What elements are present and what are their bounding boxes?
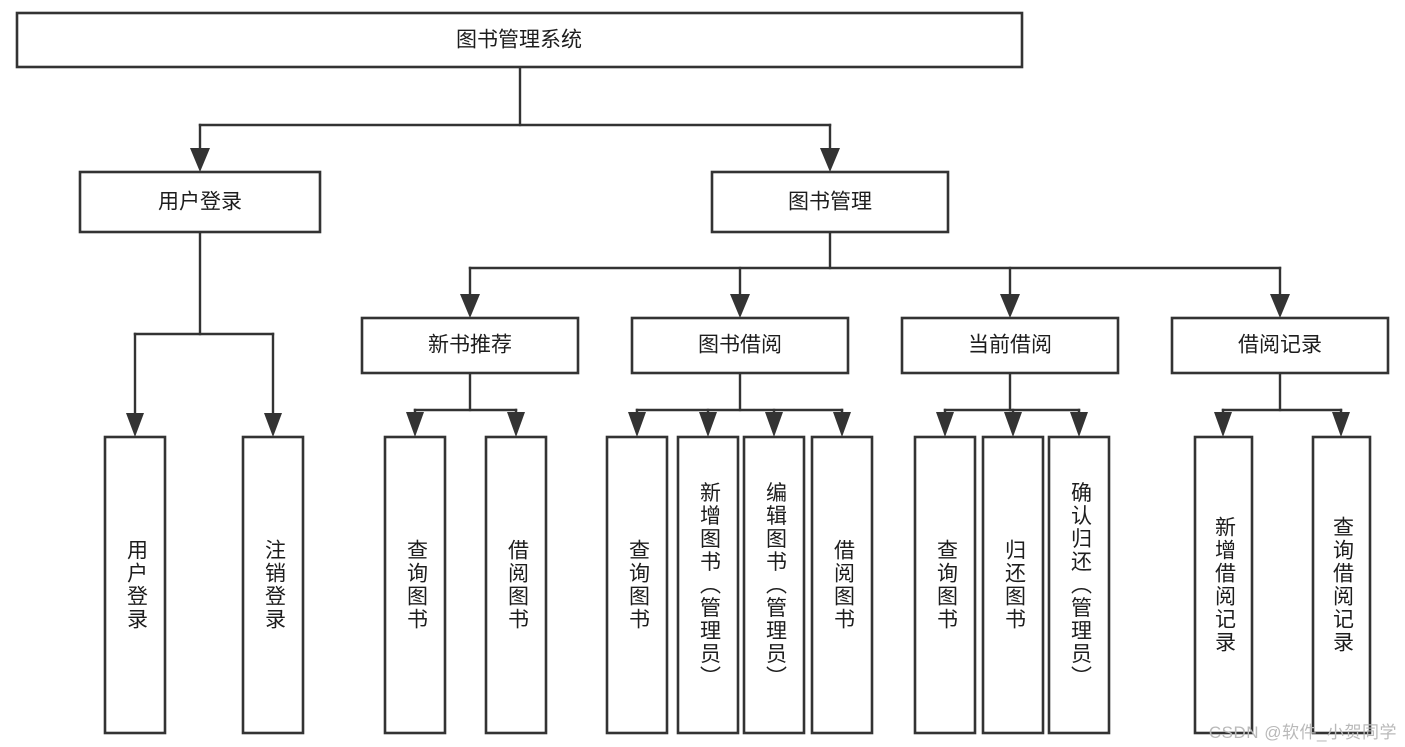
node-leaf-borrow-book-rec[interactable]: 借阅图书 xyxy=(484,435,548,735)
node-leaf-add-book-box[interactable] xyxy=(676,435,740,735)
arrow-head-book-manage xyxy=(820,148,840,172)
node-leaf-query-book-borrow-label: 查询图书 xyxy=(626,539,650,631)
node-borrow-record-box[interactable] xyxy=(1170,316,1390,375)
node-leaf-query-book-cur-box[interactable] xyxy=(913,435,977,735)
arrow-head-leaf-query-book-borrow xyxy=(628,412,646,437)
node-leaf-edit-book-label: 编辑图书（管理员） xyxy=(763,482,787,689)
node-leaf-borrow-book[interactable]: 借阅图书 xyxy=(810,435,874,735)
node-root-box[interactable] xyxy=(15,11,1024,69)
node-leaf-query-book-borrow-box[interactable] xyxy=(605,435,669,735)
node-leaf-return-book-label: 归还图书 xyxy=(1002,539,1026,631)
node-leaf-confirm-return-label: 确认归还（管理员） xyxy=(1068,482,1092,689)
arrow-head-leaf-user-login xyxy=(126,413,144,437)
node-leaf-add-record-label: 新增借阅记录 xyxy=(1212,516,1236,654)
arrow-head-leaf-add-book xyxy=(699,412,717,437)
node-leaf-query-book-rec[interactable]: 查询图书 xyxy=(383,435,447,735)
arrow-head-book-borrow xyxy=(730,294,750,318)
node-current-borrow-label: 当前借阅 xyxy=(968,334,1052,357)
arrow-head-current-borrow xyxy=(1000,294,1020,318)
node-leaf-query-book-rec-label: 查询图书 xyxy=(404,539,428,631)
node-root[interactable]: 图书管理系统 xyxy=(15,11,1024,69)
arrow-head-leaf-confirm-return xyxy=(1070,412,1088,437)
node-leaf-borrow-book-rec-box[interactable] xyxy=(484,435,548,735)
node-leaf-user-login-box[interactable] xyxy=(103,435,167,735)
arrow-head-leaf-query-record xyxy=(1332,412,1350,437)
node-leaf-user-logout-label: 注销登录 xyxy=(262,539,286,631)
node-new-book-recommend[interactable]: 新书推荐 xyxy=(360,316,580,375)
node-leaf-query-book-cur-label: 查询图书 xyxy=(934,539,958,631)
node-leaf-confirm-return-box[interactable] xyxy=(1047,435,1111,735)
arrow-head-leaf-edit-book xyxy=(765,412,783,437)
node-book-borrow[interactable]: 图书借阅 xyxy=(630,316,850,375)
node-book-manage-box[interactable] xyxy=(710,170,950,234)
node-leaf-add-record[interactable]: 新增借阅记录 xyxy=(1193,435,1254,735)
node-leaf-edit-book-box[interactable] xyxy=(742,435,806,735)
node-borrow-record-label: 借阅记录 xyxy=(1238,334,1322,357)
node-leaf-user-logout-box[interactable] xyxy=(241,435,305,735)
arrow-head-leaf-borrow-book xyxy=(833,412,851,437)
node-book-manage[interactable]: 图书管理 xyxy=(710,170,950,234)
node-leaf-return-book[interactable]: 归还图书 xyxy=(981,435,1045,735)
node-root-label: 图书管理系统 xyxy=(456,29,582,52)
node-leaf-user-logout[interactable]: 注销登录 xyxy=(241,435,305,735)
node-leaf-borrow-book-label: 借阅图书 xyxy=(831,539,855,631)
node-leaf-query-record-box[interactable] xyxy=(1311,435,1372,735)
arrow-head-borrow-record xyxy=(1270,294,1290,318)
arrow-head-new-book-recommend xyxy=(460,294,480,318)
arrow-head-leaf-query-book-cur xyxy=(936,412,954,437)
node-leaf-add-book[interactable]: 新增图书（管理员） xyxy=(676,435,740,735)
arrow-head-user-login xyxy=(190,148,210,172)
node-current-borrow-box[interactable] xyxy=(900,316,1120,375)
node-leaf-query-book-borrow[interactable]: 查询图书 xyxy=(605,435,669,735)
node-leaf-query-book-cur[interactable]: 查询图书 xyxy=(913,435,977,735)
node-new-book-recommend-label: 新书推荐 xyxy=(428,334,512,357)
node-leaf-query-record[interactable]: 查询借阅记录 xyxy=(1311,435,1372,735)
node-user-login-label: 用户登录 xyxy=(158,191,242,214)
node-leaf-user-login-label: 用户登录 xyxy=(124,539,148,631)
connector-layer xyxy=(126,65,1350,437)
node-user-login[interactable]: 用户登录 xyxy=(78,170,322,234)
node-new-book-recommend-box[interactable] xyxy=(360,316,580,375)
node-book-manage-label: 图书管理 xyxy=(788,191,872,214)
node-book-borrow-label: 图书借阅 xyxy=(698,334,782,357)
arrow-head-leaf-return-book xyxy=(1004,412,1022,437)
node-leaf-borrow-book-rec-label: 借阅图书 xyxy=(505,539,529,631)
node-leaf-edit-book[interactable]: 编辑图书（管理员） xyxy=(742,435,806,735)
node-leaf-query-record-label: 查询借阅记录 xyxy=(1330,516,1354,654)
arrow-head-leaf-query-book-rec xyxy=(406,412,424,437)
node-borrow-record[interactable]: 借阅记录 xyxy=(1170,316,1390,375)
arrow-head-leaf-add-record xyxy=(1214,412,1232,437)
node-book-borrow-box[interactable] xyxy=(630,316,850,375)
node-leaf-add-record-box[interactable] xyxy=(1193,435,1254,735)
node-leaf-user-login[interactable]: 用户登录 xyxy=(103,435,167,735)
node-leaf-borrow-book-box[interactable] xyxy=(810,435,874,735)
arrow-head-leaf-user-logout xyxy=(264,413,282,437)
node-leaf-confirm-return[interactable]: 确认归还（管理员） xyxy=(1047,435,1111,735)
node-leaf-query-book-rec-box[interactable] xyxy=(383,435,447,735)
node-current-borrow[interactable]: 当前借阅 xyxy=(900,316,1120,375)
arrow-head-leaf-borrow-book-rec xyxy=(507,412,525,437)
node-user-login-box[interactable] xyxy=(78,170,322,234)
node-leaf-return-book-box[interactable] xyxy=(981,435,1045,735)
node-leaf-add-book-label: 新增图书（管理员） xyxy=(697,482,721,689)
